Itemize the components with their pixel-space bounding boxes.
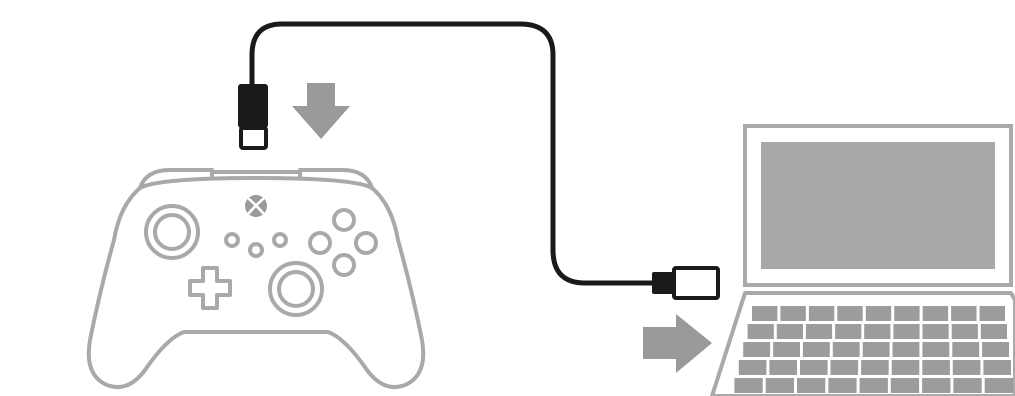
keyboard-key (797, 378, 826, 393)
keyboard-key (894, 306, 920, 321)
keyboard-key (752, 306, 778, 321)
right-bumper (298, 168, 374, 190)
keyboard-key (862, 342, 890, 357)
keyboard-key (922, 342, 950, 357)
face-button-x (308, 231, 332, 255)
keyboard-key (780, 306, 806, 321)
keyboard-key (837, 306, 863, 321)
usb-cable (238, 21, 720, 300)
keyboard-key (864, 324, 891, 339)
face-button-b (354, 231, 378, 255)
keyboard-key (983, 360, 1011, 375)
left-thumbstick-inner (153, 213, 191, 251)
xbox-logo-icon (245, 195, 267, 217)
keyboard-key (773, 342, 800, 357)
keyboard-key (743, 342, 771, 357)
keyboard-key (980, 324, 1007, 339)
keyboard-key (922, 360, 950, 375)
keyboard-key (859, 378, 888, 393)
share-button (248, 242, 264, 258)
usb-c-plug-controller-end (238, 84, 268, 150)
face-button-y (332, 208, 356, 232)
keyboard-key (979, 306, 1005, 321)
keyboard-key (865, 306, 892, 321)
keyboard-key (892, 342, 920, 357)
keyboard-key (891, 360, 920, 375)
keyboard-key (747, 324, 774, 339)
arrow-right-icon (643, 314, 712, 373)
keyboard-key (951, 306, 977, 321)
keyboard-key (953, 378, 982, 393)
keyboard-key (800, 360, 828, 375)
cable-wire (249, 21, 658, 286)
usb-plug-laptop-end (652, 266, 720, 300)
arrow-down-icon (292, 83, 350, 139)
keyboard-key (922, 306, 949, 321)
keyboard-key (952, 360, 981, 375)
keyboard-key (808, 306, 835, 321)
keyboard-key (922, 378, 951, 393)
controller-body (86, 176, 426, 390)
dpad (188, 266, 232, 310)
keyboard-key (805, 324, 833, 339)
keyboard-key (982, 342, 1009, 357)
laptop-icon (710, 124, 1015, 396)
keyboard-key (828, 378, 857, 393)
keyboard-key (769, 360, 797, 375)
keyboard-key (893, 324, 920, 339)
keyboard-key (922, 324, 949, 339)
right-thumbstick-outer (268, 261, 324, 317)
keyboard-key (952, 342, 980, 357)
menu-button (272, 232, 288, 248)
gamepad-icon (86, 168, 426, 390)
laptop-keyboard (734, 306, 1013, 393)
left-thumbstick-outer (144, 204, 200, 260)
right-thumbstick-inner (277, 270, 315, 308)
left-bumper (138, 168, 214, 190)
keyboard-key (776, 324, 803, 339)
keyboard-key (802, 342, 830, 357)
keyboard-key (765, 378, 794, 393)
keyboard-key (832, 342, 860, 357)
keyboard-key (738, 360, 767, 375)
keyboard-key (890, 378, 920, 393)
keyboard-key (861, 360, 889, 375)
keyboard-key (830, 360, 859, 375)
keyboard-key (951, 324, 978, 339)
face-button-a (332, 253, 356, 277)
keyboard-key (734, 378, 763, 393)
laptop-screen (761, 142, 995, 269)
keyboard-key (835, 324, 862, 339)
keyboard-key (984, 378, 1013, 393)
view-button (224, 232, 240, 248)
